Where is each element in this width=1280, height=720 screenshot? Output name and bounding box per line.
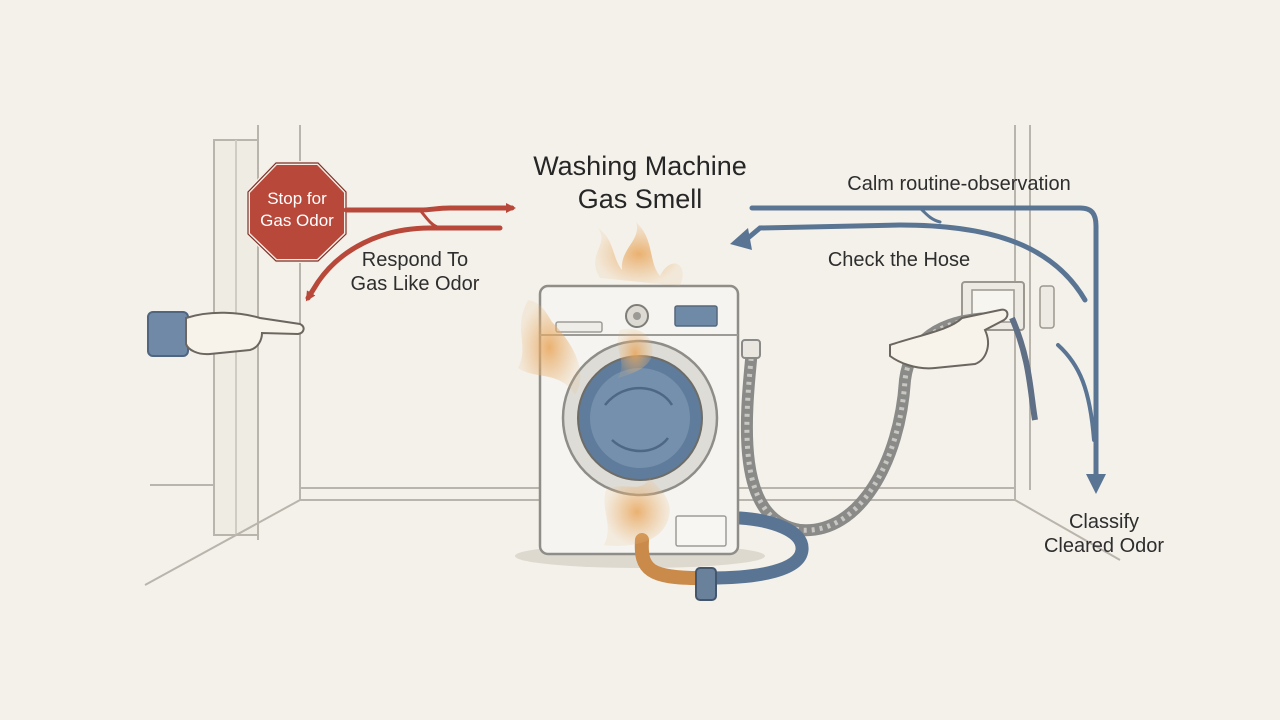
classify-line-2: Cleared Odor [1043,535,1165,558]
water-hose [703,511,809,585]
arrow-check-hose [745,222,1088,303]
blue-flow-arrows [730,205,1106,494]
gas-fumes [518,222,683,546]
calm-routine-text: Calm routine-observation [847,173,1071,195]
stop-line-1: Stop for [267,189,327,208]
check-hose-label: Check the Hose [810,248,988,272]
title-line-2: Gas Smell [577,183,703,214]
arrow-respond [305,225,503,302]
respond-label: Respond To Gas Like Odor [325,248,505,297]
diagram-title: Washing Machine Gas Smell [490,150,790,216]
classify-label: Classify Cleared Odor [1030,510,1178,559]
classify-line-1: Classify [1068,511,1139,533]
stop-sign-label: Stop for Gas Odor [250,188,344,232]
power-cable [1009,316,1038,421]
washing-machine [515,284,765,568]
pointing-hand-left [147,311,305,357]
hand-checking-hose [889,308,1009,370]
gas-leak-hose [634,533,707,585]
stop-line-2: Gas Odor [260,211,334,231]
red-flow-arrows [305,203,516,302]
respond-line-2: Gas Like Odor [350,273,480,296]
arrow-to-title [343,203,516,213]
respond-line-1: Respond To [361,249,469,271]
title-line-1: Washing Machine [533,151,747,181]
calm-routine-label: Calm routine-observation [820,172,1098,196]
arrow-calm-routine [749,205,1099,483]
check-hose-text: Check the Hose [827,249,971,271]
